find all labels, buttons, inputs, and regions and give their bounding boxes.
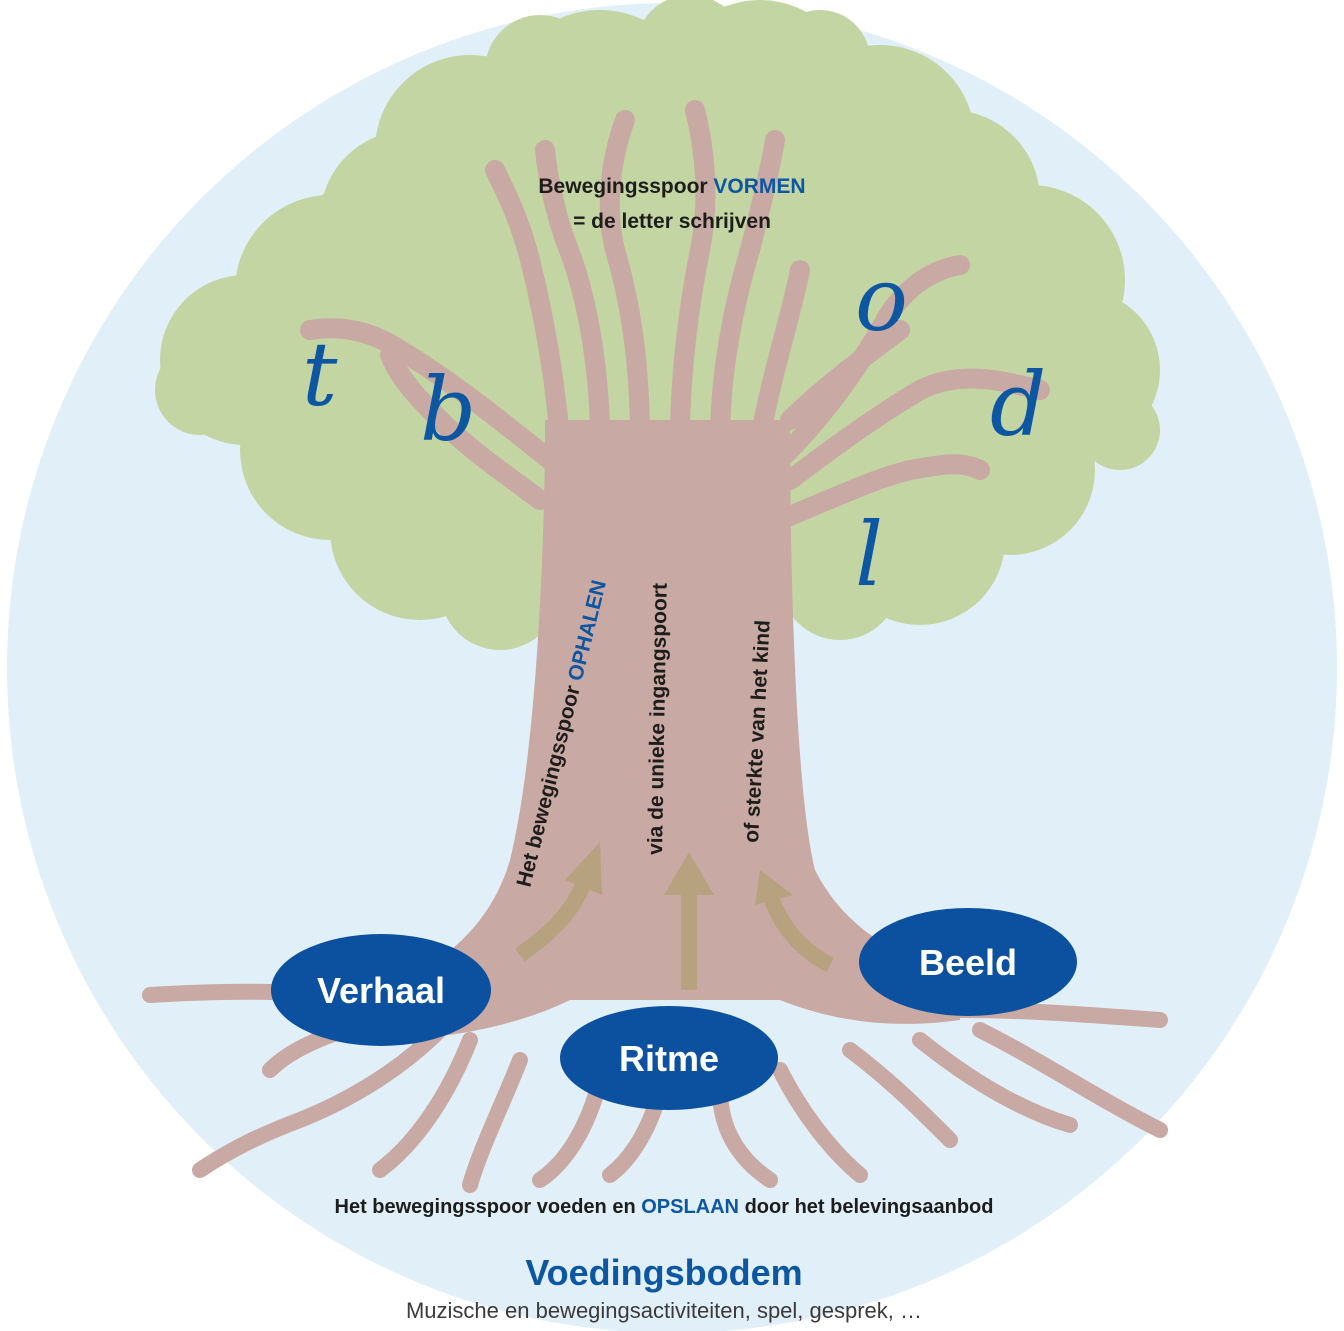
- canopy-title-highlight: VORMEN: [713, 175, 805, 198]
- letter-o: o: [855, 248, 908, 351]
- letter-t: t: [302, 323, 338, 426]
- oval-verhaal: Verhaal: [271, 934, 491, 1046]
- tree-canopy: [155, 0, 1160, 650]
- canopy-title-prefix: Bewegingsspoor: [538, 175, 713, 198]
- letter-b: b: [420, 358, 476, 461]
- arrow-left-curved: [515, 876, 593, 962]
- arrows: [515, 842, 834, 990]
- bottom-caption-suffix: door het belevingsaanbod: [739, 1196, 993, 1218]
- bottom-title: Voedingsbodem: [525, 1252, 802, 1293]
- oval-verhaal-label: Verhaal: [317, 970, 445, 1011]
- arrow-left-head: [565, 842, 602, 895]
- trunk-text-ingangspoort: via de unieke ingangspoort: [644, 583, 672, 855]
- bottom-subtitle: Muzische en bewegingsactiviteiten, spel,…: [406, 1298, 922, 1323]
- canopy-title: Bewegingsspoor VORMEN: [538, 175, 805, 198]
- oval-beeld-label: Beeld: [919, 942, 1017, 983]
- tree-trunk: [142, 100, 1168, 1193]
- arrow-center-shaft: [681, 890, 697, 990]
- letter-d: d: [990, 353, 1046, 456]
- canopy-subtitle: = de letter schrijven: [573, 210, 771, 233]
- bottom-caption: Het bewegingsspoor voeden en OPSLAAN doo…: [335, 1196, 994, 1218]
- letter-l: l: [855, 503, 883, 606]
- bottom-caption-highlight: OPSLAAN: [641, 1196, 739, 1218]
- arrow-right-curved: [764, 896, 834, 973]
- arrow-right-head: [755, 870, 793, 905]
- bottom-caption-prefix: Het bewegingsspoor voeden en: [335, 1196, 642, 1218]
- oval-ritme: Ritme: [560, 1006, 778, 1110]
- arrow-center-head: [664, 852, 714, 895]
- oval-beeld: Beeld: [859, 908, 1077, 1016]
- oval-ritme-label: Ritme: [619, 1038, 719, 1079]
